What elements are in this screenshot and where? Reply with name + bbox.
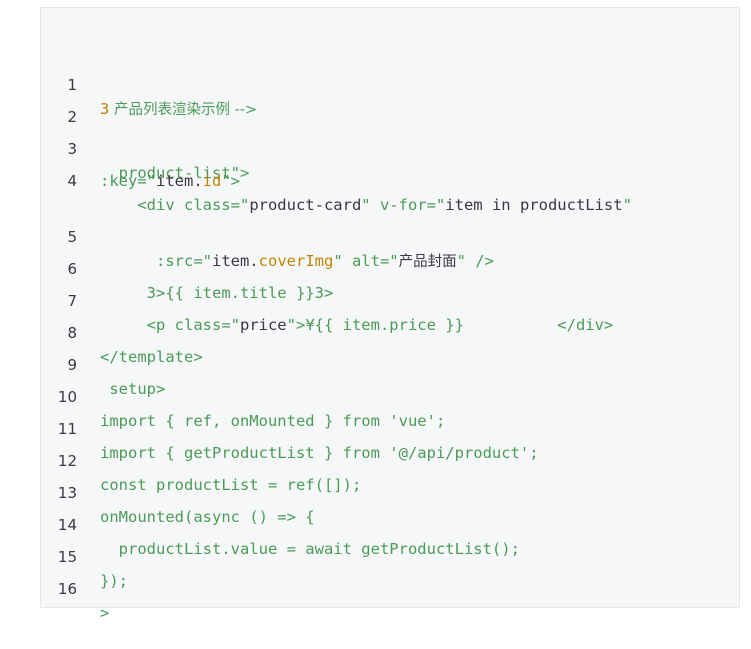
code-token: :key=" [100,172,156,190]
code-token: coverImg [258,252,334,270]
line-number: 13 [57,484,77,502]
line-number: 15 [57,548,77,566]
line-number: 14 [57,516,77,534]
code-token: ">¥{{ item.price }} </div> [286,316,614,334]
code-line-16: 16 > [41,553,739,649]
line-code: import { ref, onMounted } from 'vue'; [100,412,446,430]
code-token: item in productList [445,196,623,214]
line-code: 3>{{ item.title }}3> [100,284,334,302]
line-number: 7 [67,292,77,310]
code-line-8: 8 </template> [41,297,739,393]
code-line-4: 4 <div class="product-card" v-for="item … [41,145,739,265]
line-number: 2 [67,108,77,126]
code-token: item. [211,252,259,270]
code-token: " [622,196,632,214]
code-token: :src=" [100,252,212,270]
code-token: price [239,316,287,334]
line-code: setup> [100,380,166,398]
code-line-10: 10 import { ref, onMounted } from 'vue'; [41,361,739,457]
code-token: " alt=" [333,252,399,270]
code-token: " /> [456,252,494,270]
line-code: product-list"> [100,164,250,182]
code-line-5: 5 :src="item.coverImg" alt="产品封面" /> [41,201,739,297]
code-line-13: 13 onMounted(async () => { [41,457,739,553]
code-token: <p class=" [100,316,240,334]
line-number: 3 [67,140,77,158]
line-code: onMounted(async () => { [100,508,315,526]
code-line-6: 6 3>{{ item.title }}3> [41,233,739,329]
line-code: </template> [100,348,203,366]
line-number: 5 [67,228,77,246]
code-line-11: 11 import { getProductList } from '@/api… [41,393,739,489]
code-line-3: 3 product-list"> [41,113,739,209]
line-code: 3 产品列表渲染示例 --> [100,97,257,122]
code-token: <div class=" [100,196,250,214]
line-code: import { getProductList } from '@/api/pr… [100,444,539,462]
code-line-1: 1 3 产品列表渲染示例 --> [41,49,739,145]
line-number: 10 [57,388,77,406]
line-code: const productList = ref([]); [100,476,362,494]
line-number: 12 [57,452,77,470]
line-code: :src="item.coverImg" alt="产品封面" /> [100,249,494,274]
code-line-14: 14 productList.value = await getProductL… [41,489,739,585]
line-code: <p class="price">¥{{ item.price }} </div… [100,313,614,337]
line-number: 8 [67,324,77,342]
line-number: 1 [67,76,77,94]
line-code: productList.value = await getProductList… [100,540,520,558]
line-code-continued: :key="item.id"> [100,169,240,193]
code-line-2: 2 [41,81,739,153]
code-token: "> [221,172,241,190]
code-token: product-card [249,196,362,214]
line-number: 9 [67,356,77,374]
code-token: 产品封面 [398,254,457,270]
code-line-9: 9 setup> [41,329,739,425]
line-number: 4 [67,172,77,190]
line-number: 6 [67,260,77,278]
code-token: 3 [100,100,110,118]
code-block[interactable]: 1 3 产品列表渲染示例 --> 2 3 product-list"> 4 <d… [40,7,740,622]
code-token: item. [156,172,203,190]
line-code: }); [100,572,128,590]
code-line-7: 7 <p class="price">¥{{ item.price }} </d… [41,265,739,361]
code-line-15: 15 }); [41,521,739,617]
code-token: 产品列表渲染示例 --> [109,102,258,118]
code-line-12: 12 const productList = ref([]); [41,425,739,521]
line-number: 16 [57,580,77,598]
line-number: 11 [57,420,77,438]
code-token: id [202,172,222,190]
code-token: " v-for=" [361,196,446,214]
line-code: <div class="product-card" v-for="item in… [100,193,632,217]
line-code: > [100,604,110,622]
